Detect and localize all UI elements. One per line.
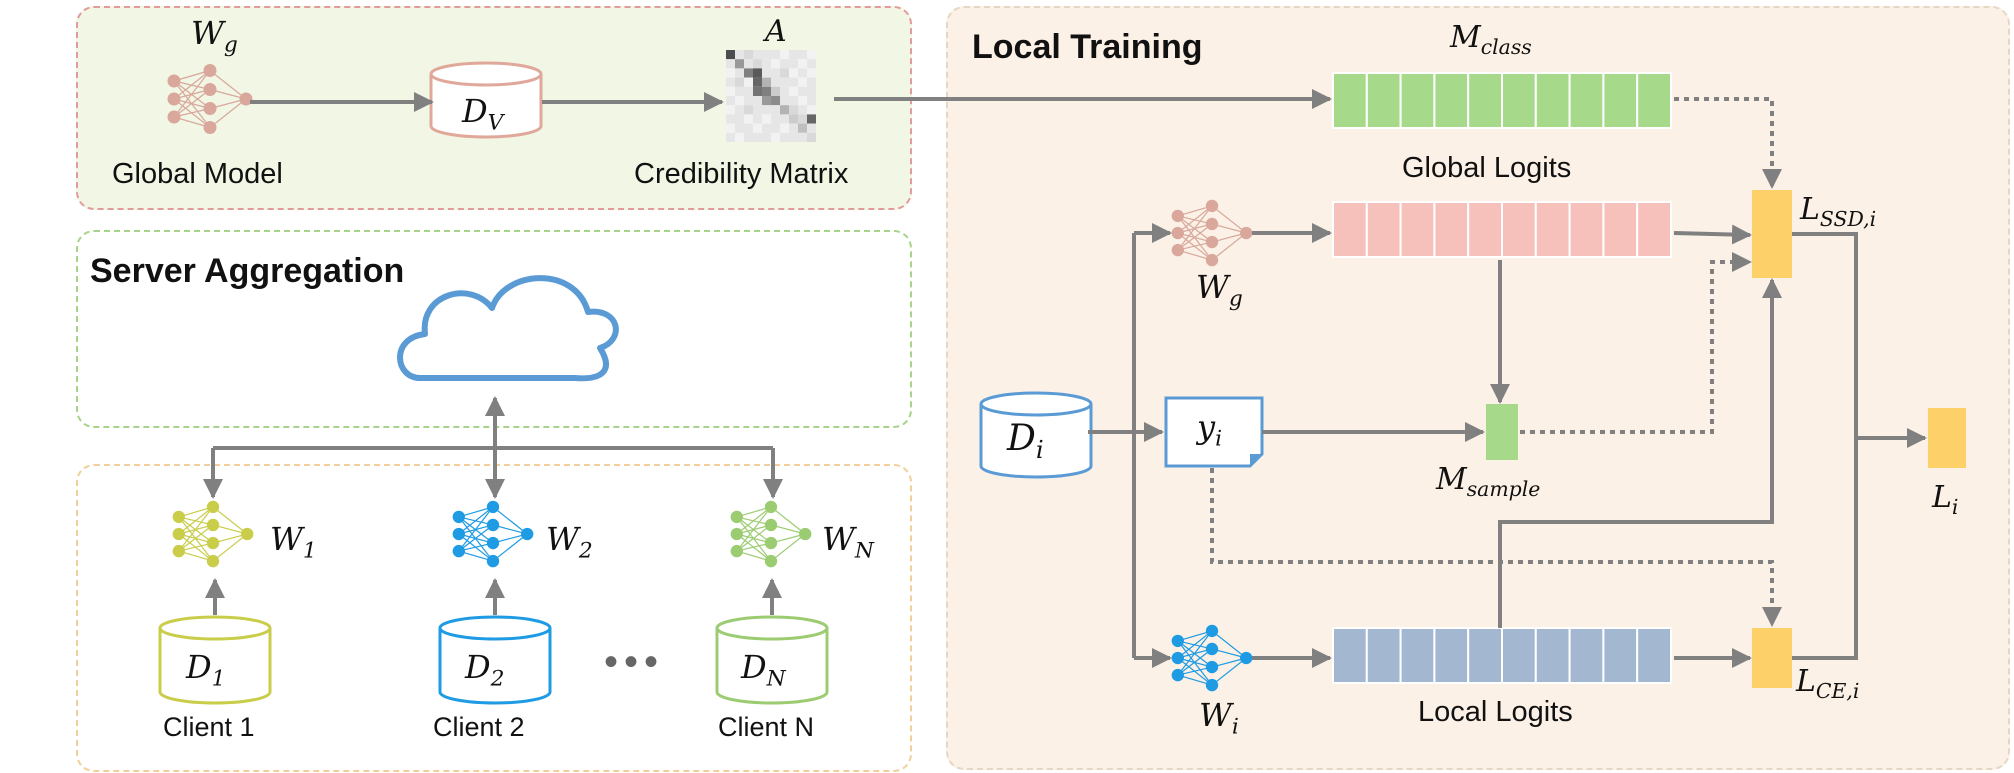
- global-weight-symbol: Wg: [191, 14, 238, 58]
- label-symbol: yi: [1197, 408, 1223, 452]
- client-1-data-cylinder: [158, 615, 272, 705]
- validation-data-cylinder: [429, 61, 543, 139]
- global-model-icon: [167, 64, 253, 134]
- local-logits-bar: [1332, 627, 1672, 684]
- sample-mask-symbol: Msample: [1436, 462, 1541, 501]
- local-data-symbol: Di: [1007, 418, 1044, 465]
- client-1-model-icon: [172, 500, 254, 568]
- server-aggregation-title: Server Aggregation: [90, 252, 405, 290]
- credibility-matrix-label: Credibility Matrix: [634, 158, 849, 190]
- sample-mask-box: [1486, 404, 1518, 460]
- client-n-data-cylinder: [715, 615, 829, 705]
- local-logits-label: Local Logits: [1418, 696, 1573, 728]
- arrow-global-logits-to-ssd: [1673, 224, 1752, 245]
- local-client-model-icon: [1171, 624, 1253, 692]
- client-2-weight: W2: [546, 520, 593, 564]
- dotted-label-to-ce: [1210, 468, 1782, 627]
- ellipsis-dots: •••: [604, 640, 665, 684]
- total-loss-symbol: Li: [1932, 480, 1959, 519]
- global-model-label: Global Model: [112, 158, 283, 190]
- local-global-model-icon: [1171, 199, 1253, 267]
- local-data-cylinder: [979, 391, 1093, 479]
- ssd-loss-box: [1752, 190, 1792, 278]
- global-logits-bar: [1332, 201, 1672, 258]
- dotted-class-mask-to-ssd: [1674, 97, 1782, 189]
- cloud-icon: [397, 275, 619, 382]
- ce-loss-symbol: LCE,i: [1796, 664, 1860, 703]
- validation-data-symbol: DV: [462, 92, 504, 136]
- class-mask-symbol: Mclass: [1450, 20, 1532, 59]
- client-2-model-icon: [452, 500, 534, 568]
- global-logits-label: Global Logits: [1402, 152, 1572, 184]
- client-2-label: Client 2: [433, 712, 525, 742]
- local-client-weight: Wi: [1199, 696, 1239, 740]
- client-n-weight: WN: [822, 520, 874, 564]
- credibility-matrix-symbol: A: [765, 14, 787, 49]
- client-2-data: D2: [465, 648, 505, 692]
- client-1-data: D1: [186, 648, 226, 692]
- ssd-loss-symbol: LSSD,i: [1800, 192, 1877, 231]
- local-training-title: Local Training: [972, 28, 1203, 66]
- arrow-local-logits-to-ssd: [1498, 278, 1782, 628]
- local-global-weight: Wg: [1196, 268, 1243, 312]
- dotted-sample-mask-to-ssd: [1520, 252, 1752, 434]
- client-2-data-cylinder: [438, 615, 552, 705]
- credibility-heatmap: [726, 50, 816, 142]
- label-note-fold: [1250, 454, 1262, 466]
- loss-merge-line: [1792, 232, 1858, 660]
- client-1-weight: W1: [270, 520, 317, 564]
- ce-loss-box: [1752, 628, 1792, 688]
- client-n-model-icon: [730, 500, 812, 568]
- class-mask-bar: [1332, 72, 1672, 129]
- client-n-data: DN: [741, 648, 786, 692]
- client-n-label: Client N: [718, 712, 815, 742]
- total-loss-box: [1928, 408, 1966, 468]
- client-1-label: Client 1: [163, 712, 255, 742]
